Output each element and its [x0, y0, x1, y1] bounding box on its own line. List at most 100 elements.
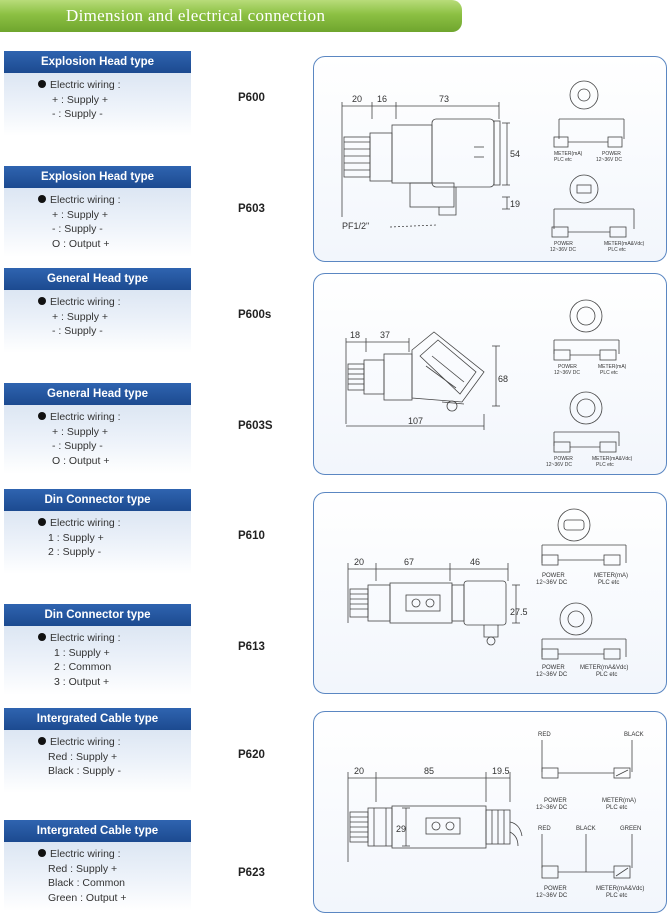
model-label: P620 — [238, 749, 265, 761]
dim-label: 54 — [510, 149, 520, 159]
wiring-text: METER(mA) — [602, 798, 636, 804]
dim-label: 67 — [404, 557, 414, 567]
wiring-label: Electric wiring : — [4, 193, 191, 208]
model-label: P600s — [238, 309, 272, 321]
wiring-line: - : Supply - — [52, 108, 103, 120]
wiring-line: Green : Output + — [48, 891, 127, 904]
diagram-panel-integrated-cable: 20 85 19.5 29 RED BLACK POWER 12~36V DC … — [313, 711, 667, 913]
wiring-text: POWER — [558, 364, 577, 370]
dim-label: 107 — [408, 416, 423, 426]
wiring-text: PLC etc — [554, 157, 572, 163]
wire-color-label: BLACK — [624, 732, 644, 738]
dim-label: 29 — [396, 824, 406, 834]
wiring-line: - : Supply - — [52, 223, 103, 235]
wiring-line: + : Supply + — [52, 208, 109, 221]
wire-color-label: BLACK — [576, 826, 596, 832]
wiring-label: Electric wiring : — [4, 516, 191, 531]
wiring-line: 2 : Common — [54, 661, 112, 673]
wiring-text: PLC etc — [606, 805, 627, 811]
wiring-line: + : Supply + — [52, 425, 109, 438]
dim-label: 20 — [354, 557, 364, 567]
thread-label: PF1/2" — [342, 221, 369, 231]
wiring-text: 12~36V DC — [554, 370, 580, 376]
wiring-card-p603s: General Head type Electric wiring : + : … — [4, 383, 191, 474]
wire-color-label: RED — [538, 732, 551, 738]
wiring-text: METER(mA) — [554, 151, 583, 157]
model-label: P623 — [238, 867, 265, 879]
wiring-line: 3 : Output + — [54, 675, 110, 688]
wiring-text: METER(mA) — [598, 364, 627, 370]
wiring-line: + : Supply + — [52, 310, 109, 323]
wiring-text: PLC etc — [606, 893, 627, 899]
wiring-label: Electric wiring : — [4, 735, 191, 750]
wiring-label: Electric wiring : — [4, 295, 191, 310]
model-label: P613 — [238, 641, 265, 653]
wiring-text: POWER — [602, 151, 621, 157]
wiring-text: 12~36V DC — [536, 893, 568, 899]
wiring-line: O : Output + — [52, 237, 110, 250]
dim-label: 85 — [424, 766, 434, 776]
dim-label: 27.5 — [510, 607, 528, 617]
wiring-text: PLC etc — [598, 580, 619, 586]
wiring-line: - : Supply - — [52, 325, 103, 337]
wiring-label: Electric wiring : — [4, 847, 191, 862]
dim-label: 16 — [377, 94, 387, 104]
card-title: Intergrated Cable type — [4, 708, 191, 730]
wiring-text: 12~36V DC — [546, 462, 572, 468]
card-title: General Head type — [4, 268, 191, 290]
dim-label: 46 — [470, 557, 480, 567]
dim-label: 37 — [380, 330, 390, 340]
wiring-text: PLC etc — [600, 370, 618, 376]
wiring-text: 12~36V DC — [550, 247, 576, 253]
wiring-text: METER(mA&Vdc) — [596, 886, 644, 892]
wiring-card-p600s: General Head type Electric wiring : + : … — [4, 268, 191, 353]
wiring-line: + : Supply + — [52, 93, 109, 106]
wiring-text: 12~36V DC — [596, 157, 622, 163]
card-title: Explosion Head type — [4, 51, 191, 73]
wiring-text: METER(mA&Vdc) — [580, 665, 628, 671]
wiring-card-p600: Explosion Head type Electric wiring : + … — [4, 51, 191, 136]
dim-label: 20 — [352, 94, 362, 104]
model-label: P600 — [238, 92, 265, 104]
wiring-card-p613: Din Connector type Electric wiring : 1 :… — [4, 604, 191, 695]
wiring-text: METER(mA&Vdc) — [604, 241, 645, 247]
wire-color-label: GREEN — [620, 826, 641, 832]
wiring-text: 12~36V DC — [536, 672, 568, 678]
wiring-line: O : Output + — [52, 454, 110, 467]
dim-label: 18 — [350, 330, 360, 340]
section-title: Dimension and electrical connection — [66, 6, 326, 25]
dim-label: 20 — [354, 766, 364, 776]
wire-color-label: RED — [538, 826, 551, 832]
wiring-text: POWER — [542, 665, 565, 671]
model-label: P603 — [238, 203, 265, 215]
wiring-label: Electric wiring : — [4, 78, 191, 93]
model-label: P610 — [238, 530, 265, 542]
wiring-card-p620: Intergrated Cable type Electric wiring :… — [4, 708, 191, 793]
card-title: Din Connector type — [4, 489, 191, 511]
diagram-panel-din-connector: 20 67 46 27.5 POWER 12~36V DC METER(mA) … — [313, 492, 667, 694]
dim-label: 19.5 — [492, 766, 510, 776]
wiring-text: PLC etc — [596, 462, 614, 468]
wiring-text: POWER — [544, 798, 567, 804]
wiring-line: Red : Supply + — [48, 750, 118, 763]
wiring-text: PLC etc — [608, 247, 626, 253]
wiring-text: POWER — [554, 241, 573, 247]
wiring-text: PLC etc — [596, 672, 617, 678]
wiring-line: Black : Common — [48, 877, 126, 889]
dim-label: 19 — [510, 199, 520, 209]
wiring-text: POWER — [544, 886, 567, 892]
wiring-line: 1 : Supply + — [48, 531, 104, 544]
wiring-line: Red : Supply + — [48, 862, 118, 875]
diagram-panel-general-head: 18 37 68 107 POWER 12~36V DC METER(mA) P… — [313, 273, 667, 475]
wiring-line: - : Supply - — [52, 440, 103, 452]
card-title: General Head type — [4, 383, 191, 405]
wiring-label: Electric wiring : — [4, 631, 191, 646]
wiring-label: Electric wiring : — [4, 410, 191, 425]
wiring-line: 1 : Supply + — [54, 646, 110, 659]
wiring-text: POWER — [542, 573, 565, 579]
model-label: P603S — [238, 420, 273, 432]
wiring-line: 2 : Supply - — [48, 546, 102, 558]
wiring-text: METER(mA) — [594, 573, 628, 579]
diagram-panel-explosion-head: 20 16 73 54 19 PF1/2" METER(mA) PLC etc … — [313, 56, 667, 262]
card-title: Din Connector type — [4, 604, 191, 626]
